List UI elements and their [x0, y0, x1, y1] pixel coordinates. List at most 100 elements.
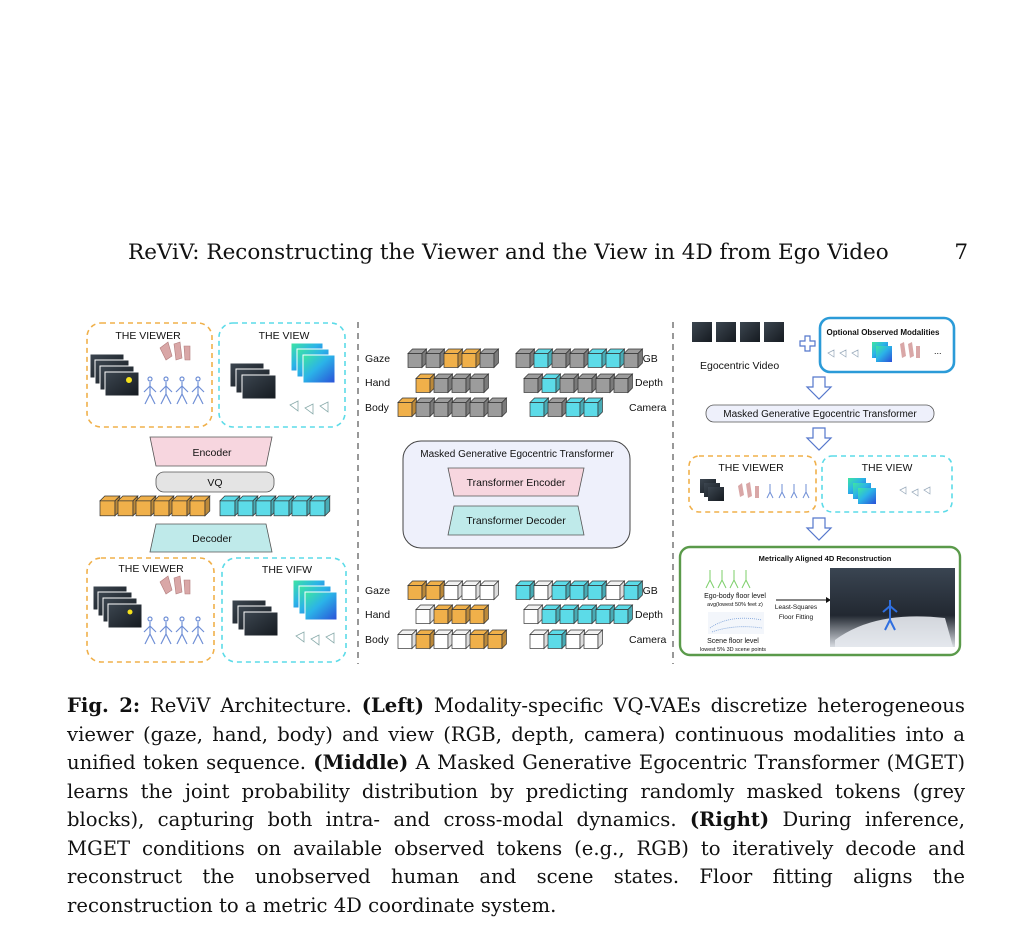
down-arrow-3-icon: [805, 517, 833, 541]
label-gaze-top: Gaze: [365, 353, 390, 365]
view-token-5: [309, 495, 331, 517]
caption-text-4: During inference, MGET conditions on ava…: [67, 808, 965, 917]
gaze-bottom-token-1: [425, 580, 446, 601]
encoder-block: [149, 436, 273, 467]
transformer-encoder-block: [447, 467, 585, 497]
decoder-block: [149, 523, 273, 553]
caption-left: (Left): [361, 694, 425, 717]
hand-top-token-2: [451, 373, 472, 394]
caption-text-1: ReViV Architecture.: [140, 694, 362, 717]
ego-video-label: Egocentric Video: [700, 360, 779, 372]
mget-bar: [705, 404, 935, 423]
frame-stack-viewer-top: [89, 353, 140, 397]
figure-caption: Fig. 2: ReViV Architecture. (Left) Modal…: [67, 692, 965, 920]
gaze-top-token-1: [425, 348, 446, 369]
ego-video-frames: [692, 322, 784, 342]
gaze-top-token-0: [407, 348, 428, 369]
middle-token-grid-bottom: [397, 580, 644, 650]
gaze-top-token-3: [461, 348, 482, 369]
right-viewer-title: THE VIEWER: [718, 462, 784, 474]
depth-maps-bottom: [292, 579, 338, 621]
hand-top-token-3: [469, 373, 490, 394]
rgb-bottom-token-3: [569, 580, 590, 601]
hand-bottom-token-0: [415, 604, 436, 625]
ego-floor-line-1: Ego-body floor level: [704, 593, 766, 600]
label-gaze-bottom: Gaze: [365, 585, 390, 597]
viewer-token-3: [153, 495, 175, 517]
lsq-line-1: Least-Squares: [775, 604, 818, 611]
right-view-thumbs: [848, 478, 931, 504]
running-title: ReViV: Reconstructing the Viewer and the…: [128, 240, 889, 265]
rgb-bottom-token-4: [587, 580, 608, 601]
body-bottom-token-2: [433, 629, 454, 650]
right-viewer-box: [688, 455, 817, 513]
camera-bottom-token-1: [547, 629, 568, 650]
frame-stack-viewer-bottom: [92, 585, 143, 629]
rgb-top-token-2: [551, 348, 572, 369]
rgb-bottom-token-2: [551, 580, 572, 601]
right-view-title: THE VIEW: [862, 462, 913, 474]
vq-block: [155, 471, 275, 493]
down-arrow-1-icon: [805, 376, 833, 400]
body-top-token-5: [487, 397, 508, 418]
body-bottom-token-3: [451, 629, 472, 650]
rgb-top-token-1: [533, 348, 554, 369]
hand-mesh-bottom: [159, 575, 191, 595]
scene-floor-line-2: lowest 5% 3D scene points: [700, 647, 766, 653]
view-token-2: [255, 495, 277, 517]
reconstruction-body: [882, 600, 898, 631]
depth-top-token-3: [577, 373, 598, 394]
middle-panel: Gaze Hand Body RGB Depth Camera Masked G…: [365, 348, 667, 650]
label-body-bottom: Body: [365, 634, 390, 646]
transformer-decoder-label: Transformer Decoder: [466, 515, 566, 527]
rgb-frames-top: [229, 362, 277, 400]
camera-top-token-2: [565, 397, 586, 418]
gaze-bottom-token-4: [479, 580, 500, 601]
view-box-top: [218, 322, 346, 428]
viewer-token-5: [189, 495, 211, 517]
gaze-bottom-token-0: [407, 580, 428, 601]
vq-label: VQ: [207, 477, 222, 489]
body-top-token-4: [469, 397, 490, 418]
gaze-bottom-token-3: [461, 580, 482, 601]
label-depth-bottom: Depth: [635, 609, 663, 621]
body-bottom-token-5: [487, 629, 508, 650]
running-head: ReViV: Reconstructing the Viewer and the…: [128, 240, 968, 268]
camera-bottom-token-3: [583, 629, 604, 650]
depth-bottom-token-3: [577, 604, 598, 625]
hand-bottom-token-2: [451, 604, 472, 625]
depth-bottom-token-2: [559, 604, 580, 625]
label-camera-top: Camera: [629, 402, 667, 414]
body-bottom-token-1: [415, 629, 436, 650]
camera-top-token-0: [529, 397, 550, 418]
body-skeleton-bottom: [143, 616, 205, 645]
view-token-0: [219, 495, 241, 517]
mget-bar-label: Masked Generative Egocentric Transformer: [723, 409, 917, 420]
caption-label: Fig. 2:: [67, 694, 141, 717]
rgb-bottom-token-1: [533, 580, 554, 601]
green-walker-skeletons: [705, 570, 751, 589]
depth-bottom-token-5: [613, 604, 634, 625]
viewer-token-2: [135, 495, 157, 517]
right-viewer-thumbs: [700, 479, 810, 501]
right-panel: Egocentric Video Optional Observed Modal…: [678, 316, 962, 657]
body-top-token-1: [415, 397, 436, 418]
camera-bottom-token-2: [565, 629, 586, 650]
label-hand-top: Hand: [365, 377, 390, 389]
gaze-bottom-token-2: [443, 580, 464, 601]
left-token-row: [99, 495, 331, 517]
view-box-bottom: [221, 557, 347, 663]
viewer-title-bottom: THE VIEWER: [118, 563, 184, 575]
caption-right: (Right): [689, 808, 770, 831]
scene-floor-line-1: Scene floor level: [707, 638, 759, 645]
caption-text-2: Modality-specific VQ-VAEs discretize het…: [67, 694, 965, 774]
body-top-token-0: [397, 397, 418, 418]
camera-top-token-3: [583, 397, 604, 418]
optional-modalities-thumbs: [827, 342, 920, 362]
fit-arrow-head-icon: [826, 597, 831, 603]
mget-title: Masked Generative Egocentric Transformer: [420, 449, 614, 460]
ellipsis: ...: [934, 346, 942, 356]
camera-frustums-bottom: [295, 631, 335, 646]
left-panel: THE VIEWER THE VIEW: [86, 322, 347, 663]
hand-bottom-token-1: [433, 604, 454, 625]
